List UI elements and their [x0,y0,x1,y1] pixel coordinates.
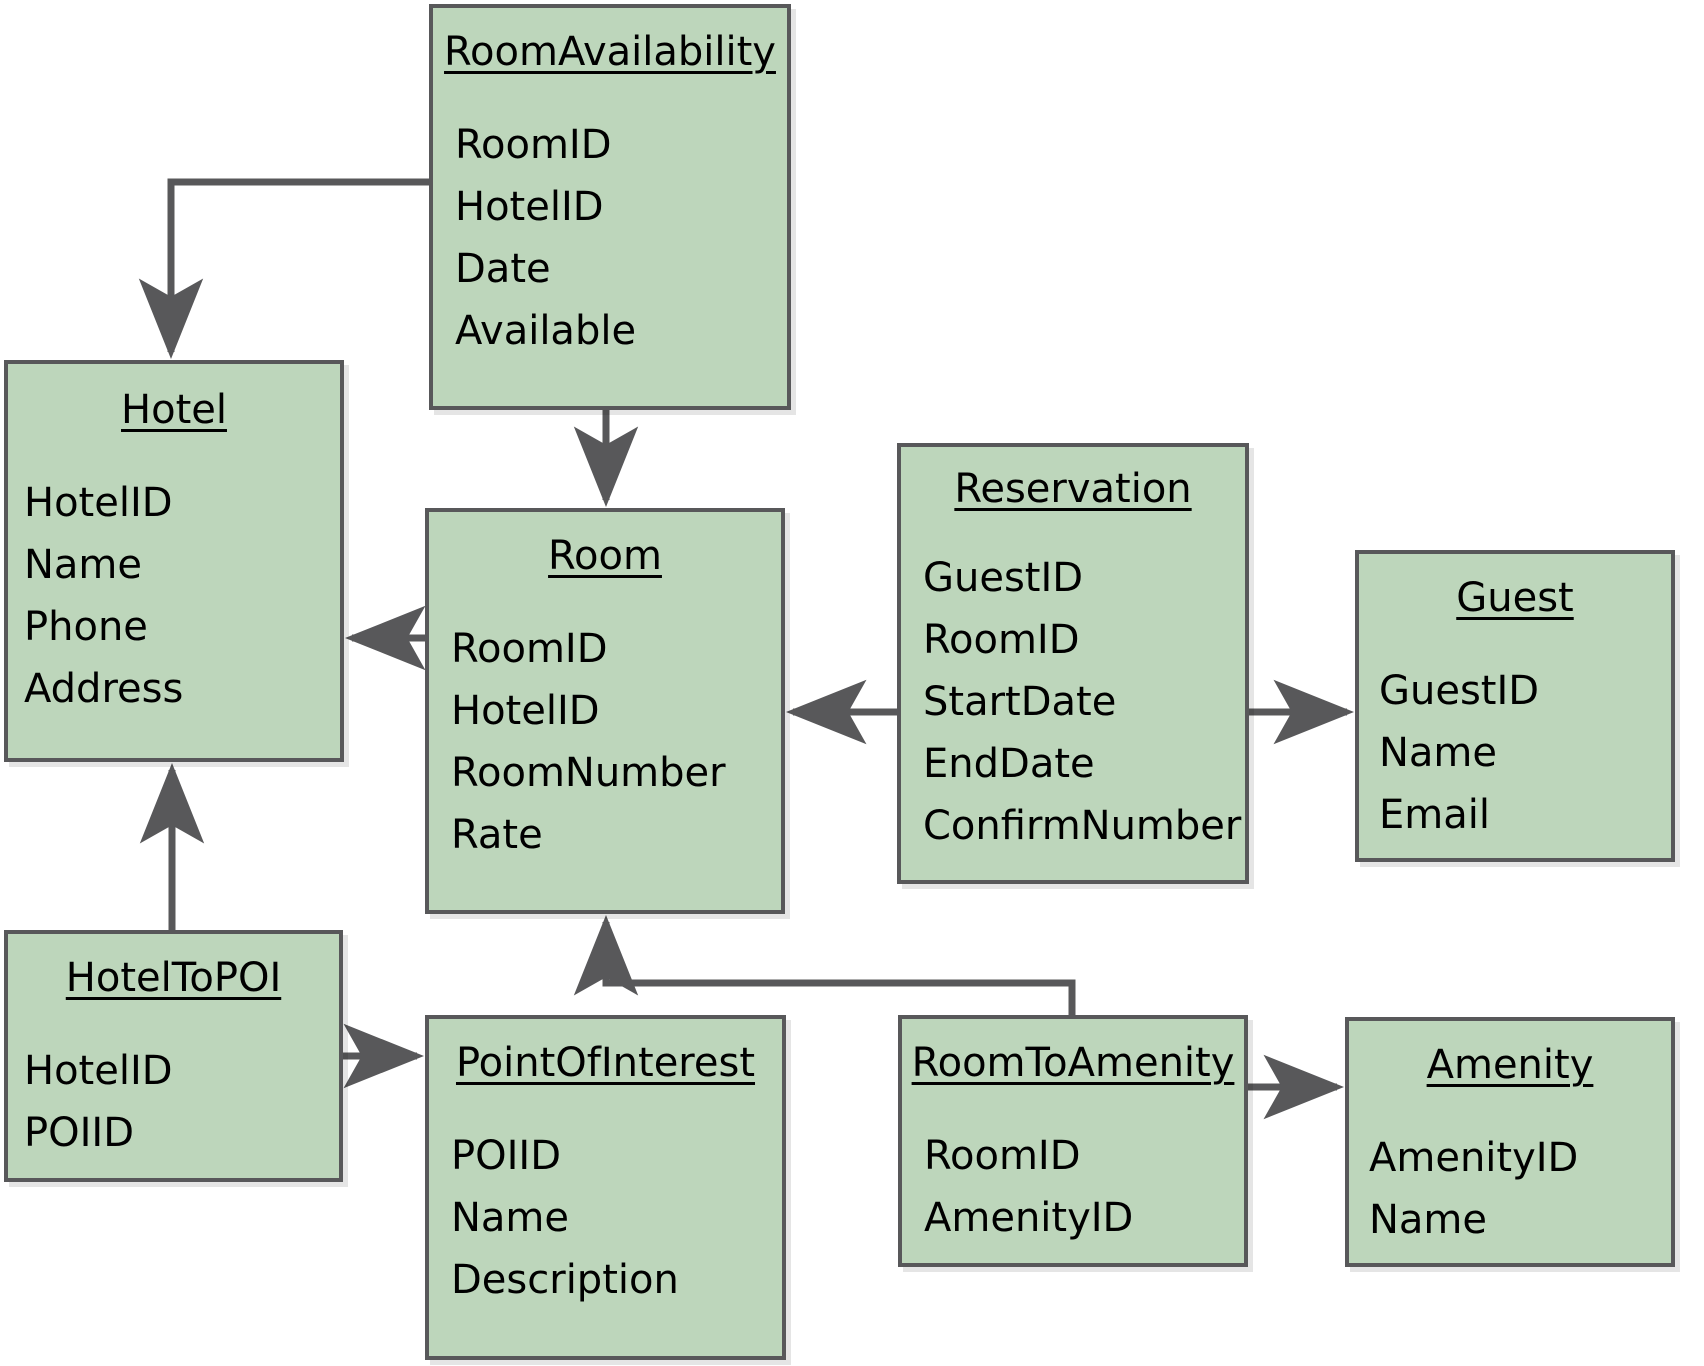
attribute-item: GuestID [923,555,1084,601]
entity-title-roomavailability: RoomAvailability [444,29,776,75]
attribute-item: Available [455,308,637,354]
attribute-item: AmenityID [924,1195,1134,1241]
attribute-item: Address [24,666,184,712]
attribute-item: RoomID [455,122,612,168]
entity-title-amenity: Amenity [1426,1042,1594,1088]
entity-title-reservation: Reservation [954,466,1192,512]
attribute-item: Name [451,1195,570,1241]
attribute-list-hotel: HotelID Name Phone Address [24,472,340,720]
attribute-list-amenity: AmenityID Name [1369,1127,1671,1251]
attribute-list-room: RoomID HotelID RoomNumber Rate [451,618,781,866]
attribute-list-hoteltopoi: HotelID POIID [24,1040,339,1164]
entity-hoteltopoi[interactable]: HotelToPOI HotelID POIID [4,930,343,1182]
entity-pointofinterest[interactable]: PointOfInterest POIID Name Description [425,1015,786,1360]
attribute-list-reservation: GuestID RoomID StartDate EndDate Confirm… [923,547,1245,857]
attribute-item: EndDate [923,741,1095,787]
attribute-list-pointofinterest: POIID Name Description [451,1125,782,1311]
entity-roomavailability[interactable]: RoomAvailability RoomID HotelID Date Ava… [429,4,791,410]
attribute-item: POIID [451,1133,561,1179]
entity-room[interactable]: Room RoomID HotelID RoomNumber Rate [425,508,785,914]
entity-title-hoteltopoi: HotelToPOI [65,955,282,1001]
entity-title-roomtoamenity: RoomToAmenity [911,1040,1235,1086]
entity-guest[interactable]: Guest GuestID Name Email [1355,550,1675,862]
entity-title-hotel: Hotel [121,387,227,433]
attribute-item: Name [1369,1197,1488,1243]
attribute-item: Rate [451,812,543,858]
attribute-item: Phone [24,604,148,650]
attribute-item: Name [24,542,143,588]
attribute-item: AmenityID [1369,1135,1579,1181]
attribute-item: Name [1379,730,1498,776]
attribute-item: Email [1379,792,1490,838]
entity-amenity[interactable]: Amenity AmenityID Name [1345,1017,1675,1267]
entity-title-guest: Guest [1456,575,1574,621]
attribute-list-roomavailability: RoomID HotelID Date Available [455,114,787,362]
attribute-item: POIID [24,1110,134,1156]
entity-title-room: Room [548,533,662,579]
entity-hotel[interactable]: Hotel HotelID Name Phone Address [4,360,344,762]
entity-roomtoamenity[interactable]: RoomToAmenity RoomID AmenityID [898,1015,1248,1267]
attribute-item: StartDate [923,679,1117,725]
attribute-item: HotelID [451,688,600,734]
attribute-item: RoomID [451,626,608,672]
attribute-item: RoomNumber [451,750,726,796]
attribute-item: GuestID [1379,668,1540,714]
entity-title-pointofinterest: PointOfInterest [455,1040,756,1086]
attribute-item: HotelID [24,480,173,526]
attribute-item: HotelID [24,1048,173,1094]
edge-roomavailability-to-hotel [138,178,429,359]
attribute-item: RoomID [923,617,1080,663]
entity-reservation[interactable]: Reservation GuestID RoomID StartDate End… [897,443,1249,884]
attribute-item: Description [451,1257,679,1303]
attribute-item: Date [455,246,551,292]
edge-roomtoamenity-to-room [573,915,1076,1015]
attribute-list-roomtoamenity: RoomID AmenityID [924,1125,1244,1249]
attribute-list-guest: GuestID Name Email [1379,660,1671,846]
attribute-item: RoomID [924,1133,1081,1179]
attribute-item: HotelID [455,184,604,230]
attribute-item: ConfirmNumber [923,803,1242,849]
